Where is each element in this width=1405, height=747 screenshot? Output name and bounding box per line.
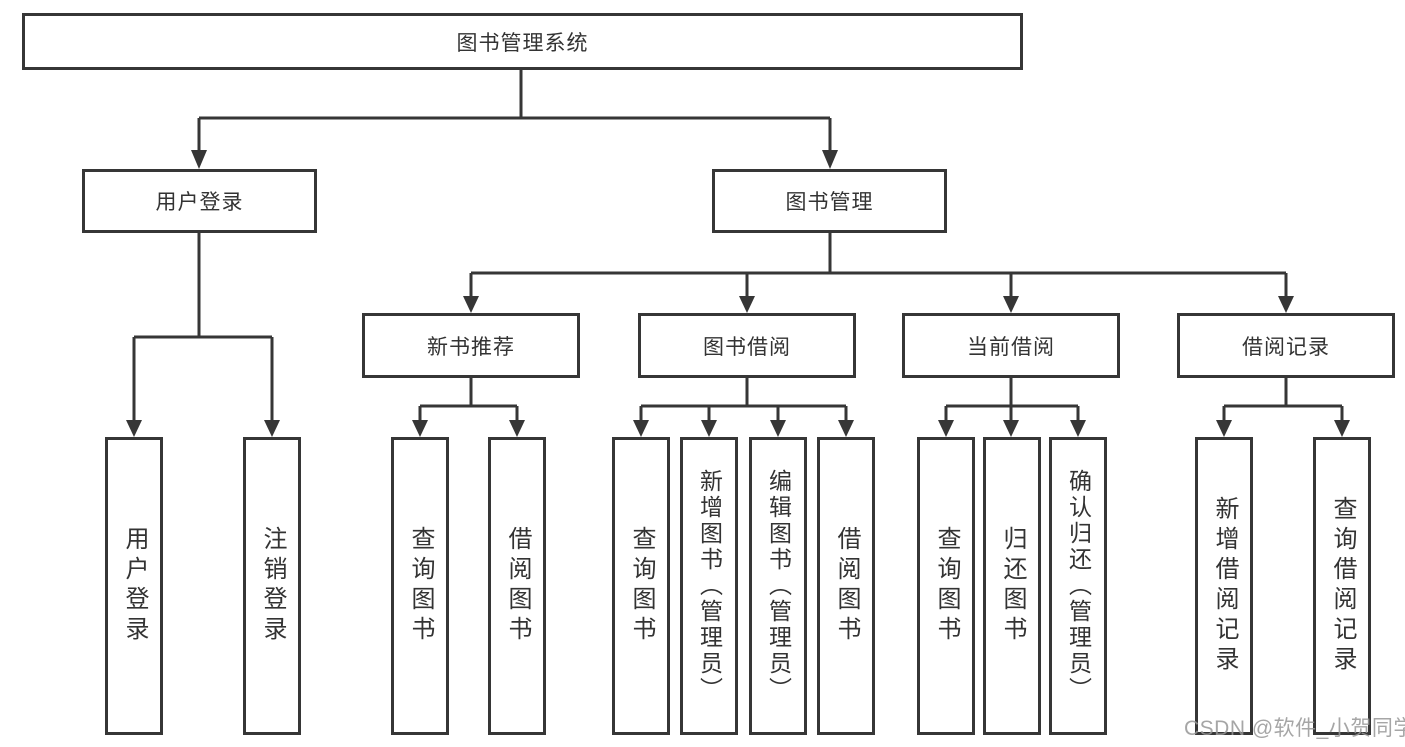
leaf-newbooks-query-books: 查询图书 bbox=[391, 437, 449, 735]
node-user-login: 用户登录 bbox=[82, 169, 317, 233]
leaf-borrow-borrow-books-label: 借阅图书 bbox=[833, 526, 860, 646]
node-book-borrow: 图书借阅 bbox=[638, 313, 856, 378]
leaf-user-login-label: 用户登录 bbox=[121, 526, 148, 646]
node-borrow-records: 借阅记录 bbox=[1177, 313, 1395, 378]
leaf-current-return-books: 归还图书 bbox=[983, 437, 1041, 735]
watermark: CSDN @软件_小贺同学 bbox=[1184, 717, 1405, 740]
leaf-borrow-add-books-admin-label: 新增图书（管理员） bbox=[696, 469, 723, 703]
leaf-records-add-record: 新增借阅记录 bbox=[1195, 437, 1253, 735]
leaf-borrow-edit-books-admin-label: 编辑图书（管理员） bbox=[765, 469, 792, 703]
node-borrow-records-label: 借阅记录 bbox=[1242, 335, 1330, 359]
leaf-logout-label: 注销登录 bbox=[259, 526, 286, 646]
node-book-borrow-label: 图书借阅 bbox=[703, 335, 791, 359]
node-new-book-recommend: 新书推荐 bbox=[362, 313, 580, 378]
leaf-borrow-query-books: 查询图书 bbox=[612, 437, 670, 735]
leaf-current-confirm-return-admin: 确认归还（管理员） bbox=[1049, 437, 1107, 735]
leaf-current-query-books: 查询图书 bbox=[917, 437, 975, 735]
leaf-records-query-record-label: 查询借阅记录 bbox=[1329, 496, 1356, 676]
node-new-book-recommend-label: 新书推荐 bbox=[427, 335, 515, 359]
leaf-current-return-books-label: 归还图书 bbox=[999, 526, 1026, 646]
leaf-current-confirm-return-admin-label: 确认归还（管理员） bbox=[1065, 469, 1092, 703]
leaf-borrow-borrow-books: 借阅图书 bbox=[817, 437, 875, 735]
leaf-newbooks-query-books-label: 查询图书 bbox=[407, 526, 434, 646]
leaf-newbooks-borrow-books-label: 借阅图书 bbox=[504, 526, 531, 646]
node-root-system: 图书管理系统 bbox=[22, 13, 1023, 70]
leaf-logout: 注销登录 bbox=[243, 437, 301, 735]
node-user-login-label: 用户登录 bbox=[155, 191, 244, 214]
leaf-borrow-add-books-admin: 新增图书（管理员） bbox=[680, 437, 738, 735]
leaf-current-query-books-label: 查询图书 bbox=[933, 526, 960, 646]
node-root-label: 图书管理系统 bbox=[456, 31, 589, 55]
leaf-user-login: 用户登录 bbox=[105, 437, 163, 735]
node-current-borrow-label: 当前借阅 bbox=[967, 335, 1055, 359]
leaf-borrow-edit-books-admin: 编辑图书（管理员） bbox=[749, 437, 807, 735]
node-book-management: 图书管理 bbox=[712, 169, 947, 233]
leaf-borrow-query-books-label: 查询图书 bbox=[628, 526, 655, 646]
leaf-records-add-record-label: 新增借阅记录 bbox=[1211, 496, 1238, 676]
leaf-records-query-record: 查询借阅记录 bbox=[1313, 437, 1371, 735]
node-book-management-label: 图书管理 bbox=[785, 191, 874, 214]
leaf-newbooks-borrow-books: 借阅图书 bbox=[488, 437, 546, 735]
node-current-borrow: 当前借阅 bbox=[902, 313, 1120, 378]
